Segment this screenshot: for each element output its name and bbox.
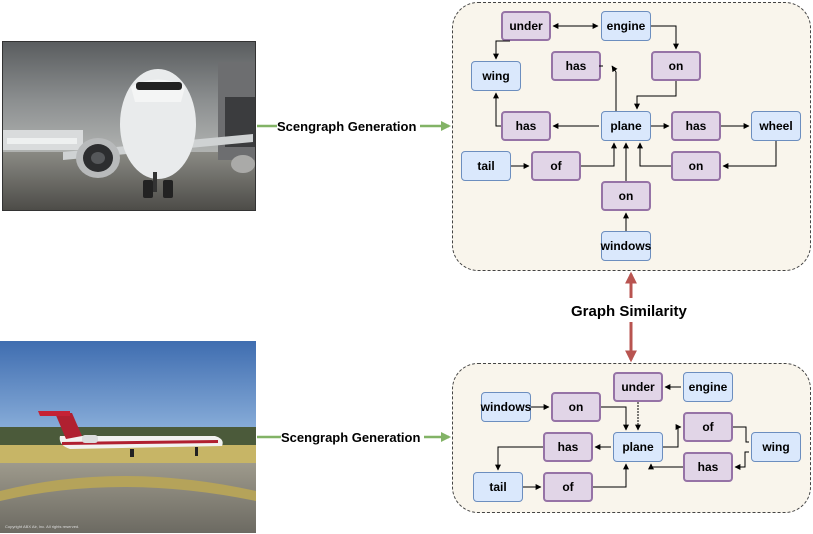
relation-node-of: of (543, 472, 593, 502)
object-node-plane: plane (613, 432, 663, 462)
relation-node-has: has (671, 111, 721, 141)
object-node-engine: engine (683, 372, 733, 402)
object-node-tail: tail (461, 151, 511, 181)
relation-node-on: on (651, 51, 701, 81)
object-node-windows: windows (601, 231, 651, 261)
relation-node-has: has (543, 432, 593, 462)
photo-copyright: Copyright ABX Air, Inc. All rights reser… (5, 524, 80, 529)
object-node-tail: tail (473, 472, 523, 502)
relation-node-on: on (551, 392, 601, 422)
object-node-wing: wing (471, 61, 521, 91)
relation-node-of: of (531, 151, 581, 181)
object-node-engine: engine (601, 11, 651, 41)
scenegraph-generation-label-top: Scengraph Generation (277, 119, 417, 134)
object-node-windows: windows (481, 392, 531, 422)
scenegraph-generation-label-bottom: Scengraph Generation (281, 430, 421, 445)
object-node-wing: wing (751, 432, 801, 462)
relation-node-on: on (671, 151, 721, 181)
relation-node-under: under (501, 11, 551, 41)
relation-node-of: of (683, 412, 733, 442)
object-node-plane: plane (601, 111, 651, 141)
airplane-photo-top (2, 41, 256, 211)
relation-node-has: has (501, 111, 551, 141)
relation-node-under: under (613, 372, 663, 402)
relation-node-on: on (601, 181, 651, 211)
relation-node-has: has (683, 452, 733, 482)
airplane-photo-bottom (0, 341, 256, 533)
graph-similarity-label: Graph Similarity (571, 303, 687, 320)
object-node-wheel: wheel (751, 111, 801, 141)
relation-node-has: has (551, 51, 601, 81)
